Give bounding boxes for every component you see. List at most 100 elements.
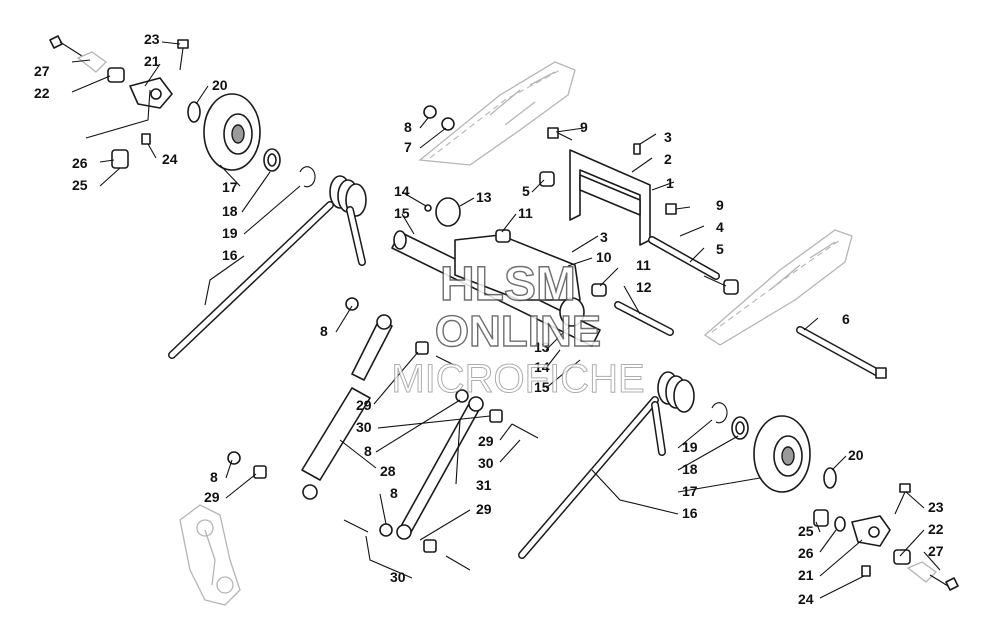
bolt-9-upper (547, 127, 573, 141)
snap-ring-19-upper (299, 166, 316, 188)
callout-17: 17 (682, 483, 698, 499)
callout-29: 29 (478, 433, 494, 449)
shim-washer-lower (906, 561, 938, 583)
callout-10: 10 (596, 249, 612, 265)
bushing-25-lower (813, 509, 829, 527)
torsion-spring-16-right (518, 371, 695, 559)
callout-31: 31 (476, 477, 492, 493)
callout-14: 14 (534, 359, 550, 375)
stop-bracket-1 (569, 149, 651, 246)
watermark-line-2: ONLINE (435, 307, 601, 356)
callout-24: 24 (162, 151, 178, 167)
callout-30: 30 (356, 419, 372, 435)
callout-14: 14 (394, 183, 410, 199)
callout-7: 7 (404, 139, 412, 155)
callout-27: 27 (34, 63, 50, 79)
callout-25: 25 (798, 523, 814, 539)
callout-5: 5 (522, 183, 530, 199)
bolts-30 (343, 355, 539, 571)
torsion-spring-16-left (168, 175, 367, 359)
wheel-17-lower (753, 415, 811, 493)
bearing-18-upper (263, 148, 281, 172)
callout-4: 4 (716, 219, 724, 235)
watermark-line-1: HLSM (440, 258, 576, 311)
grease-fitting-3-upper (633, 143, 641, 155)
set-screw-24-upper (141, 133, 151, 145)
callout-13: 13 (534, 339, 550, 355)
callout-9: 9 (716, 197, 724, 213)
callout-8: 8 (390, 485, 398, 501)
washer-20-lower (823, 467, 837, 489)
callout-28: 28 (380, 463, 396, 479)
washer-26-lower (834, 516, 846, 532)
callout-27: 27 (928, 543, 944, 559)
nut-8-upper (423, 105, 437, 119)
watermark-line-3: MICROFICHE (391, 357, 644, 401)
long-bolt-6 (796, 326, 887, 379)
bushing-11-right (591, 283, 607, 297)
callout-18: 18 (222, 203, 238, 219)
callout-15: 15 (534, 379, 550, 395)
bushing-22-lower (893, 549, 911, 565)
callout-13: 13 (476, 189, 492, 205)
callout-23: 23 (144, 31, 160, 47)
bearing-18-lower (731, 416, 749, 440)
callout-29: 29 (356, 397, 372, 413)
bushing-13-lower (559, 297, 585, 327)
bolt-27 (49, 35, 83, 57)
callout-15: 15 (394, 205, 410, 221)
callout-29: 29 (476, 501, 492, 517)
callout-labels: 1 2 3 3 4 5 5 6 7 8 8 8 8 8 9 9 10 11 11… (34, 31, 944, 607)
callout-3: 3 (664, 129, 672, 145)
callout-25: 25 (72, 177, 88, 193)
callout-30: 30 (478, 455, 494, 471)
bushing-13-upper (435, 197, 461, 227)
washer-14-upper (424, 204, 432, 212)
callout-24: 24 (798, 591, 814, 607)
callout-11: 11 (518, 205, 533, 221)
callout-8: 8 (364, 443, 372, 459)
bolt-23-upper (177, 39, 189, 71)
shaft-4 (648, 236, 720, 280)
callout-20: 20 (848, 447, 864, 463)
callout-19: 19 (222, 225, 238, 241)
callout-8: 8 (210, 469, 218, 485)
callout-19: 19 (682, 439, 698, 455)
watermark: HLSM ONLINE MICROFICHE (391, 257, 645, 401)
washer-20-upper (187, 101, 201, 123)
callout-3: 3 (600, 229, 608, 245)
callout-23: 23 (928, 499, 944, 515)
pin-12 (614, 301, 674, 336)
callout-20: 20 (212, 77, 228, 93)
callout-1: 1 (666, 175, 674, 191)
callout-30: 30 (390, 569, 406, 585)
ghost-frame-bottom-left (179, 504, 241, 606)
callout-9: 9 (580, 119, 588, 135)
callout-22: 22 (34, 85, 50, 101)
bushing-25-upper (111, 149, 129, 169)
callout-8: 8 (320, 323, 328, 339)
wheel-17-upper (203, 93, 261, 171)
bolt-27-lower (929, 574, 959, 591)
spacer-5-right (723, 279, 739, 295)
bolt-9-right (665, 203, 691, 215)
ghost-rail-right (703, 229, 853, 346)
callout-18: 18 (682, 461, 698, 477)
callout-11: 11 (636, 257, 651, 273)
bolt-23-lower (894, 483, 911, 515)
link-arm-31 (396, 396, 484, 540)
callout-16: 16 (222, 247, 238, 263)
set-screw-24-lower (861, 565, 871, 577)
leader-lines (71, 41, 941, 599)
callout-12: 12 (636, 279, 652, 295)
callout-29: 29 (204, 489, 220, 505)
bushing-11-left (495, 229, 511, 243)
callout-22: 22 (928, 521, 944, 537)
callout-8: 8 (404, 119, 412, 135)
snap-ring-19-lower (711, 402, 728, 424)
callout-16: 16 (682, 505, 698, 521)
callout-17: 17 (222, 179, 238, 195)
callout-5: 5 (716, 241, 724, 257)
callout-26: 26 (798, 545, 814, 561)
